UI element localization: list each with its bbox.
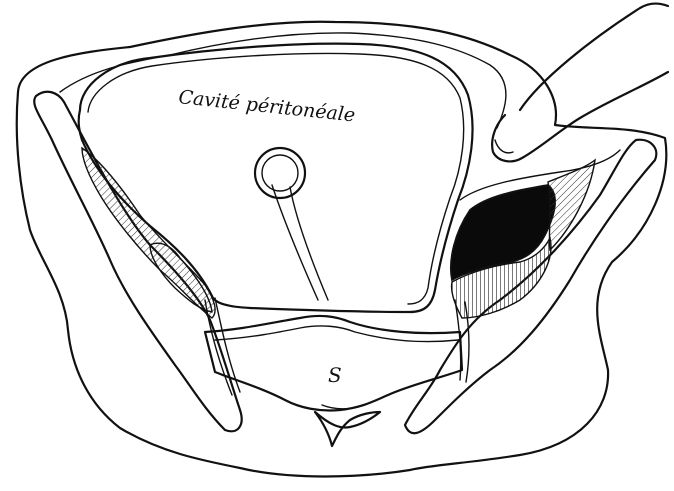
finger-outline [492,4,668,162]
parietal-peritoneum-line [88,54,464,305]
peritoneal-cavity-label: Cavité péritonéale [177,86,356,126]
right-diagonal-hatch [548,160,595,250]
ring-inner [262,155,298,191]
sacrum-label: S [328,363,342,387]
fingernail [495,140,513,153]
sacral-canal [315,412,380,446]
ligament-stalk-left [272,185,318,300]
left-iliac-wing [34,92,241,432]
peritoneal-cavity-outline [79,44,473,312]
ligament-stalk-right [290,187,328,300]
